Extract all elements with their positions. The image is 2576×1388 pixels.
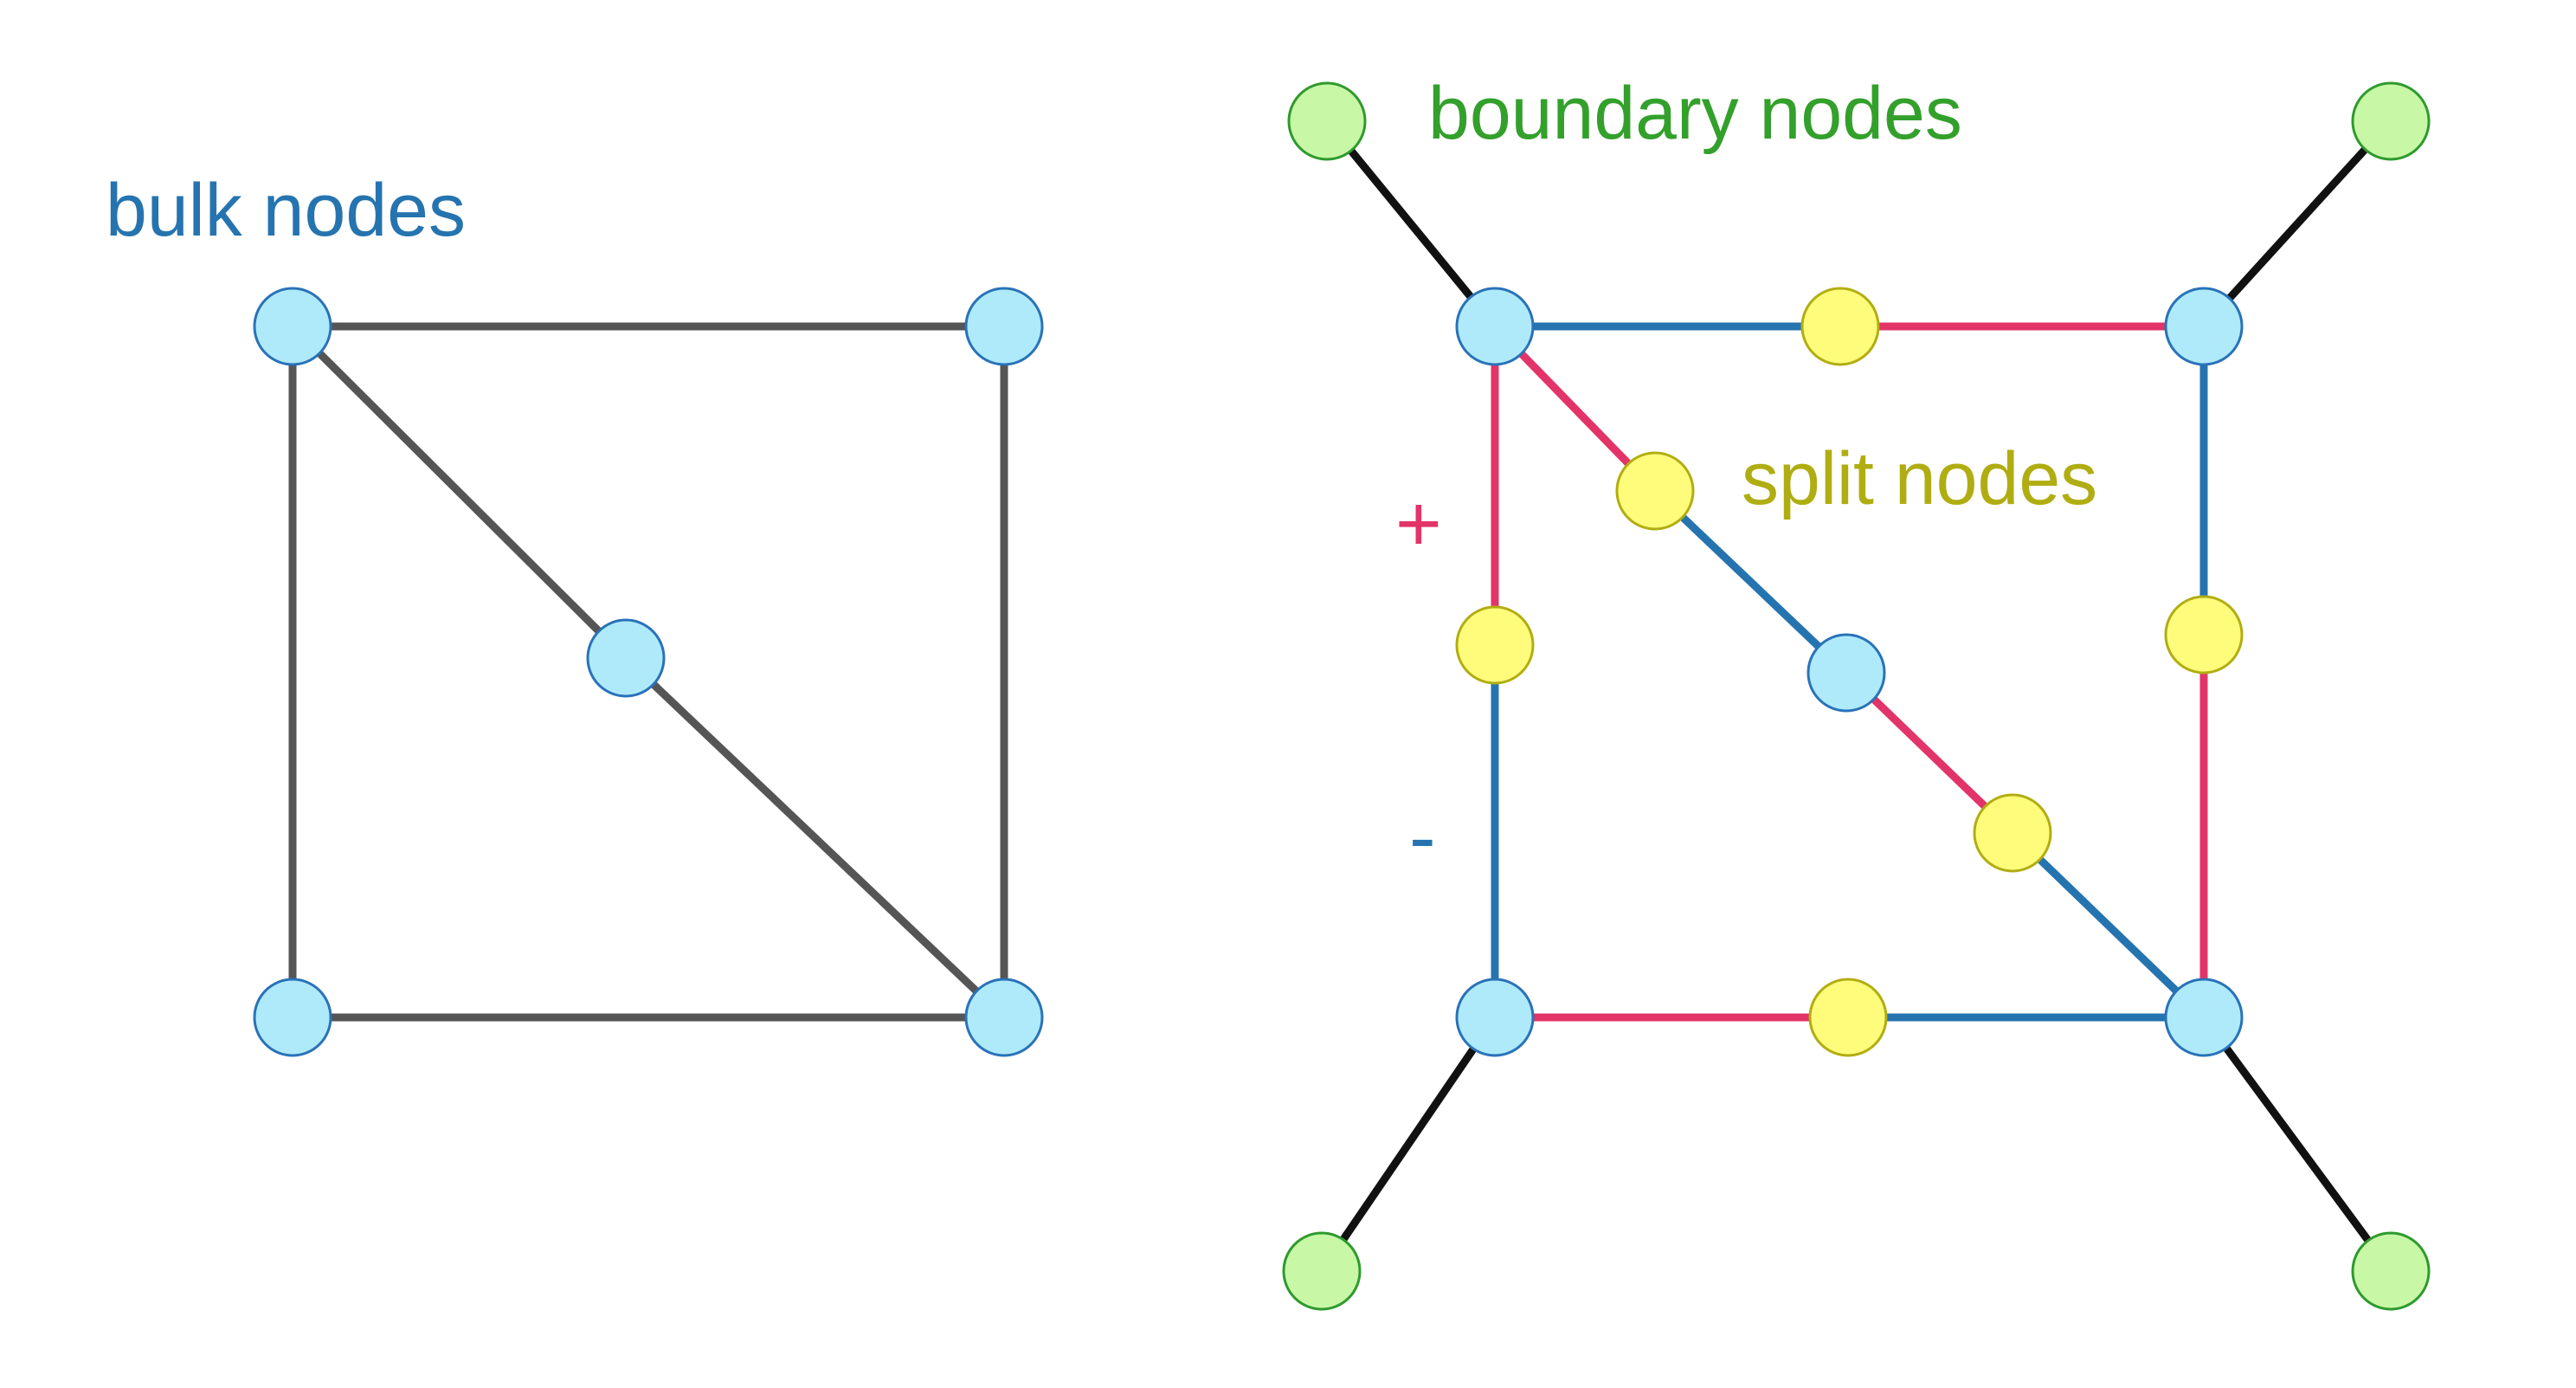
split-nodes-label: split nodes	[1742, 437, 2097, 520]
boundary-nodes-label: boundary nodes	[1428, 72, 1962, 155]
edge-black-gbl-bl	[1318, 1015, 1498, 1274]
minus-sign-label: -	[1409, 793, 1436, 881]
boundary-node-gtl	[1287, 81, 1367, 161]
boundary-node-gbr	[2351, 1231, 2431, 1311]
bulk-node-tl	[1455, 287, 1535, 366]
bulk-node-a	[253, 287, 332, 366]
boundary-node-gtr	[2351, 81, 2431, 161]
split-node-sd2	[1973, 793, 2052, 873]
bulk-node-tr	[2164, 287, 2244, 366]
right-graph-edges	[1318, 118, 2394, 1274]
split-node-st	[1800, 287, 1880, 366]
bulk-nodes-label: bulk nodes	[106, 169, 466, 252]
bulk-node-cm	[1806, 633, 1886, 713]
bulk-node-br	[2164, 978, 2244, 1057]
edge-gray-a-m	[289, 323, 629, 662]
split-node-sl	[1455, 605, 1535, 685]
edge-blue-sd2-br	[2009, 830, 2207, 1021]
split-node-sr	[2164, 595, 2244, 675]
left-graph-edges	[288, 322, 1008, 1022]
right-graph-nodes	[1282, 81, 2431, 1311]
boundary-node-gbl	[1282, 1231, 1362, 1311]
bulk-node-c	[253, 978, 332, 1057]
edge-black-gbr-br	[2200, 1015, 2394, 1274]
bulk-node-m	[586, 618, 666, 698]
split-node-sb	[1808, 978, 1888, 1057]
split-node-sd1	[1615, 451, 1695, 531]
left-graph-nodes	[253, 287, 1044, 1057]
edge-black-gtl-tl	[1323, 119, 1498, 329]
edge-black-gtr-tr	[2200, 118, 2394, 330]
edge-blue-sd1-cm	[1652, 487, 1850, 676]
bulk-node-bl	[1455, 978, 1535, 1057]
bulk-node-d	[964, 978, 1044, 1057]
bulk-node-b	[964, 287, 1044, 366]
edge-gray-m-d	[622, 655, 1008, 1021]
plus-sign-label: +	[1395, 480, 1442, 568]
